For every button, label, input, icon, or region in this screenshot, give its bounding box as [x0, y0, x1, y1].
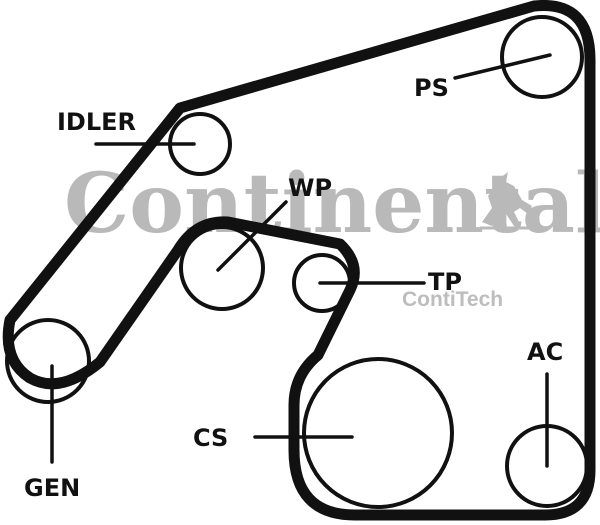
label-tp: TP [428, 268, 462, 296]
label-gen: GEN [24, 474, 80, 502]
horse-logo-icon [482, 172, 532, 226]
label-ac: AC [527, 338, 563, 366]
label-wp: WP [288, 174, 332, 202]
pulley-cs [302, 357, 454, 509]
pulley-ps [500, 15, 584, 99]
pulley-wp [179, 225, 265, 311]
leader-ps [453, 53, 552, 80]
watermark-sub: ContiTech [402, 288, 503, 311]
leader-lines [50, 53, 552, 468]
pulley-gen [5, 318, 91, 404]
label-ps: PS [414, 74, 449, 102]
leader-wp [216, 200, 288, 272]
continental-watermark: Continental ContiTech [64, 156, 600, 311]
label-idler: IDLER [57, 108, 136, 136]
label-cs: CS [193, 424, 228, 452]
